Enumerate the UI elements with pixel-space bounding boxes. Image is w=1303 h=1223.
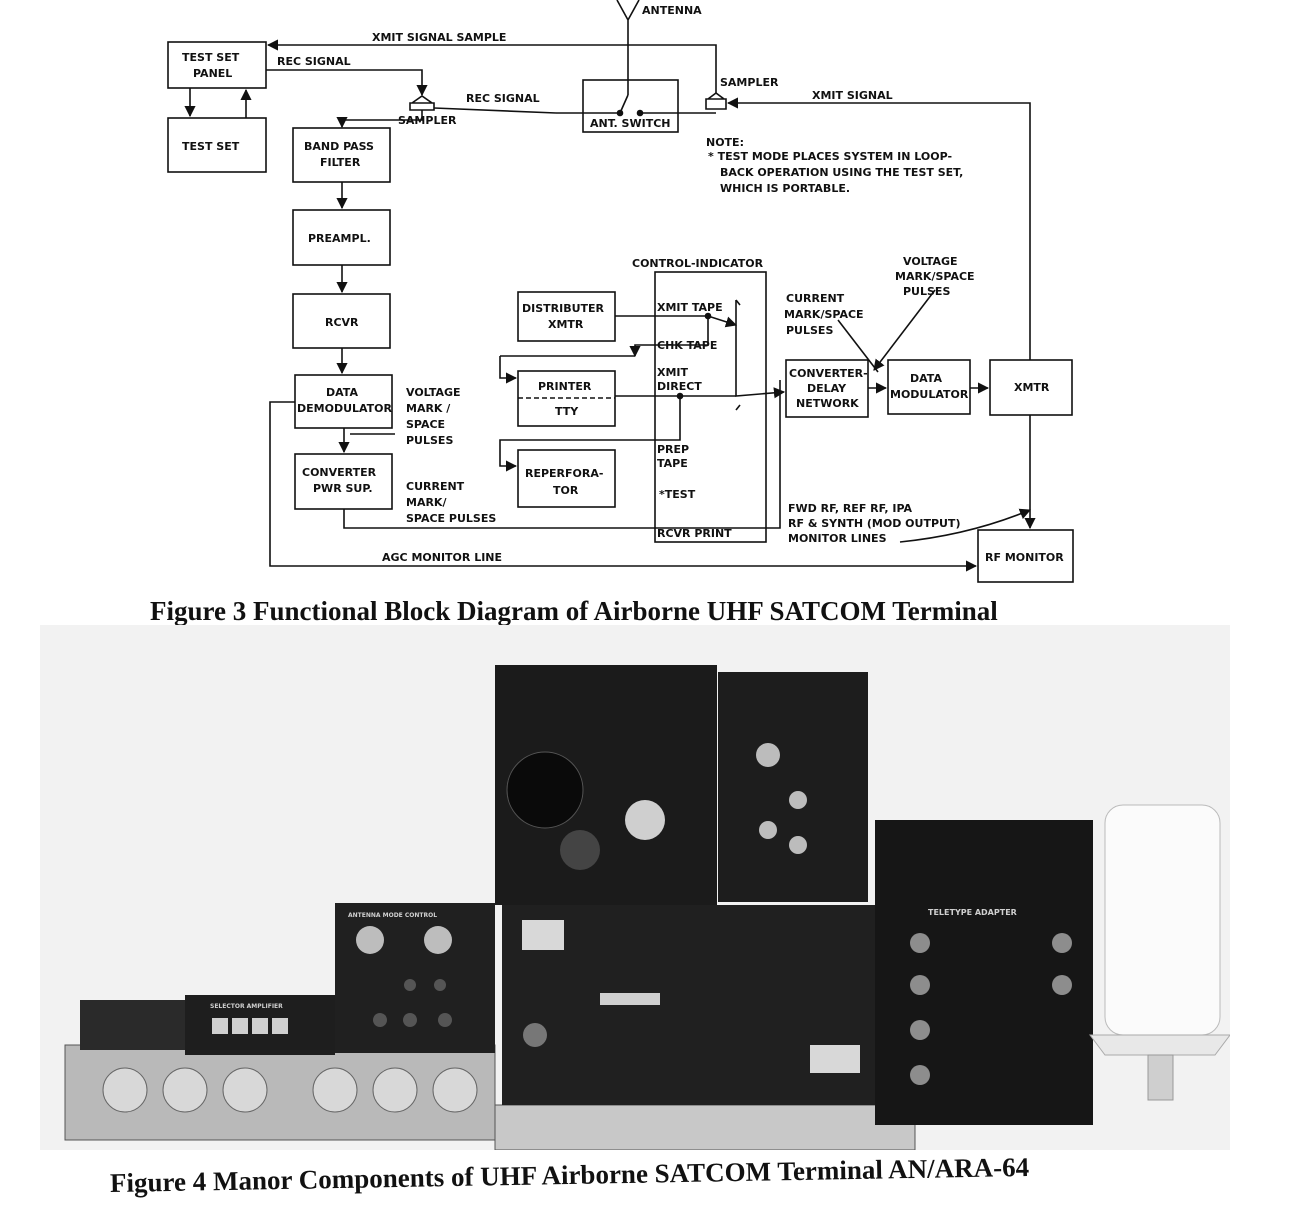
selector-amplifier-label: SELECTOR AMPLIFIER — [210, 1003, 283, 1010]
antenna-symbol — [616, 0, 640, 95]
label-tty: TTY — [555, 405, 579, 418]
figure-4-caption: Figure 4 Manor Components of UHF Airborn… — [109, 1151, 1030, 1198]
antenna-mode-control-label: ANTENNA MODE CONTROL — [348, 912, 437, 919]
note-line-1: * TEST MODE PLACES SYSTEM IN LOOP- — [708, 150, 952, 163]
svg-text:MODULATOR: MODULATOR — [890, 388, 969, 401]
antenna-mode-control-unit — [335, 903, 495, 1053]
svg-text:FILTER: FILTER — [320, 156, 361, 169]
note-title: NOTE: — [706, 136, 744, 149]
svg-text:TAPE: TAPE — [657, 457, 688, 470]
label-sampler: SAMPLER — [398, 114, 457, 127]
mount-tray — [494, 1104, 916, 1150]
label-monitor-lines: FWD RF, REF RF, IPA — [788, 502, 913, 515]
right-upper-unit — [718, 672, 868, 902]
svg-text:DELAY: DELAY — [807, 382, 847, 395]
svg-text:PULSES: PULSES — [903, 285, 950, 298]
svg-text:MARK/SPACE: MARK/SPACE — [895, 270, 975, 283]
equipment-photo: SELECTOR AMPLIFIER ANTENNA MODE CONTROL … — [40, 625, 1230, 1150]
label-data-demodulator: DATA — [326, 386, 358, 399]
reperforator-box — [517, 449, 616, 508]
svg-text:DIRECT: DIRECT — [657, 380, 702, 393]
svg-text:PWR SUP.: PWR SUP. — [313, 482, 373, 495]
svg-text:PULSES: PULSES — [406, 434, 453, 447]
svg-text:NETWORK: NETWORK — [796, 397, 859, 410]
svg-text:REC SIGNAL: REC SIGNAL — [466, 92, 540, 105]
label-voltage-pulses-left: VOLTAGE — [406, 386, 461, 399]
label-rec-signal: REC SIGNAL — [277, 55, 351, 68]
label-agc-monitor-line: AGC MONITOR LINE — [382, 551, 502, 564]
svg-text:MARK/: MARK/ — [406, 496, 447, 509]
label-rcvr: RCVR — [325, 316, 359, 329]
small-unit — [80, 1000, 190, 1050]
note-line-2: BACK OPERATION USING THE TEST SET, — [720, 166, 963, 179]
xmtr-box — [989, 359, 1073, 416]
label-prep-tape: PREP — [657, 443, 689, 456]
antenna-cylinder — [1104, 804, 1221, 1036]
svg-text:SAMPLER: SAMPLER — [720, 76, 779, 89]
svg-text:RF & SYNTH (MOD OUTPUT): RF & SYNTH (MOD OUTPUT) — [788, 517, 960, 530]
svg-text:DEMODULATOR: DEMODULATOR — [297, 402, 393, 415]
label-xmit-tape: XMIT TAPE — [657, 301, 723, 314]
label-test: *TEST — [659, 488, 696, 501]
label-preampl: PREAMPL. — [308, 232, 371, 245]
ant-switch-box — [582, 79, 679, 133]
label-voltage-pulses-top: VOLTAGE — [903, 255, 958, 268]
svg-text:TOR: TOR — [553, 484, 579, 497]
label-current-pulses-left: CURRENT — [406, 480, 465, 493]
label-data-modulator: DATA — [910, 372, 942, 385]
svg-text:XMTR: XMTR — [548, 318, 584, 331]
svg-text:MONITOR LINES: MONITOR LINES — [788, 532, 887, 545]
rf-monitor-box — [977, 529, 1074, 583]
distributer-xmtr-box — [517, 291, 616, 342]
label-distributer-xmtr: DISTRIBUTER — [522, 302, 605, 315]
label-printer: PRINTER — [538, 380, 592, 393]
band-pass-filter-box — [292, 127, 391, 183]
svg-text:MARK /: MARK / — [406, 402, 451, 415]
label-xmtr: XMTR — [1014, 381, 1050, 394]
label-xmit-signal: XMIT SIGNAL — [812, 89, 893, 102]
label-control-indicator: CONTROL-INDICATOR — [632, 257, 764, 270]
block-diagram: ANTENNA XMIT SIGNAL SAMPLE TEST SET PANE… — [167, 0, 1074, 583]
label-xmit-signal-sample: XMIT SIGNAL SAMPLE — [372, 31, 506, 44]
svg-text:SPACE PULSES: SPACE PULSES — [406, 512, 496, 525]
label-test-set-panel: TEST SET — [182, 51, 240, 64]
svg-text:MARK/SPACE: MARK/SPACE — [784, 308, 864, 321]
label-current-pulses-top: CURRENT — [786, 292, 845, 305]
sampler-right — [705, 92, 727, 110]
label-antenna: ANTENNA — [642, 4, 702, 17]
test-set-box — [167, 117, 267, 173]
label-rf-monitor: RF MONITOR — [985, 551, 1064, 564]
data-modulator-box — [887, 359, 971, 415]
figure-3-caption: Figure 3 Functional Block Diagram of Air… — [150, 596, 998, 626]
label-test-set: TEST SET — [182, 140, 240, 153]
note-line-3: WHICH IS PORTABLE. — [720, 182, 850, 195]
label-reperforator: REPERFORA- — [525, 467, 603, 480]
svg-text:SPACE: SPACE — [406, 418, 445, 431]
sampler-left — [409, 95, 435, 111]
label-converter-delay-network: CONVERTER- — [789, 367, 868, 380]
label-band-pass-filter: BAND PASS — [304, 140, 374, 153]
svg-text:PANEL: PANEL — [193, 67, 232, 80]
test-set-panel-box — [167, 41, 267, 89]
control-indicator-box — [654, 271, 767, 543]
teletype-adapter-unit — [875, 820, 1093, 1125]
label-chk-tape: CHK TAPE — [657, 339, 717, 352]
label-xmit-direct: XMIT — [657, 366, 689, 379]
label-ant-switch: ANT. SWITCH — [590, 117, 671, 130]
teletype-adapter-label: TELETYPE ADAPTER — [928, 908, 1017, 917]
svg-text:PULSES: PULSES — [786, 324, 833, 337]
label-converter-pwr-sup: CONVERTER — [302, 466, 377, 479]
label-rcvr-print: RCVR PRINT — [657, 527, 732, 540]
